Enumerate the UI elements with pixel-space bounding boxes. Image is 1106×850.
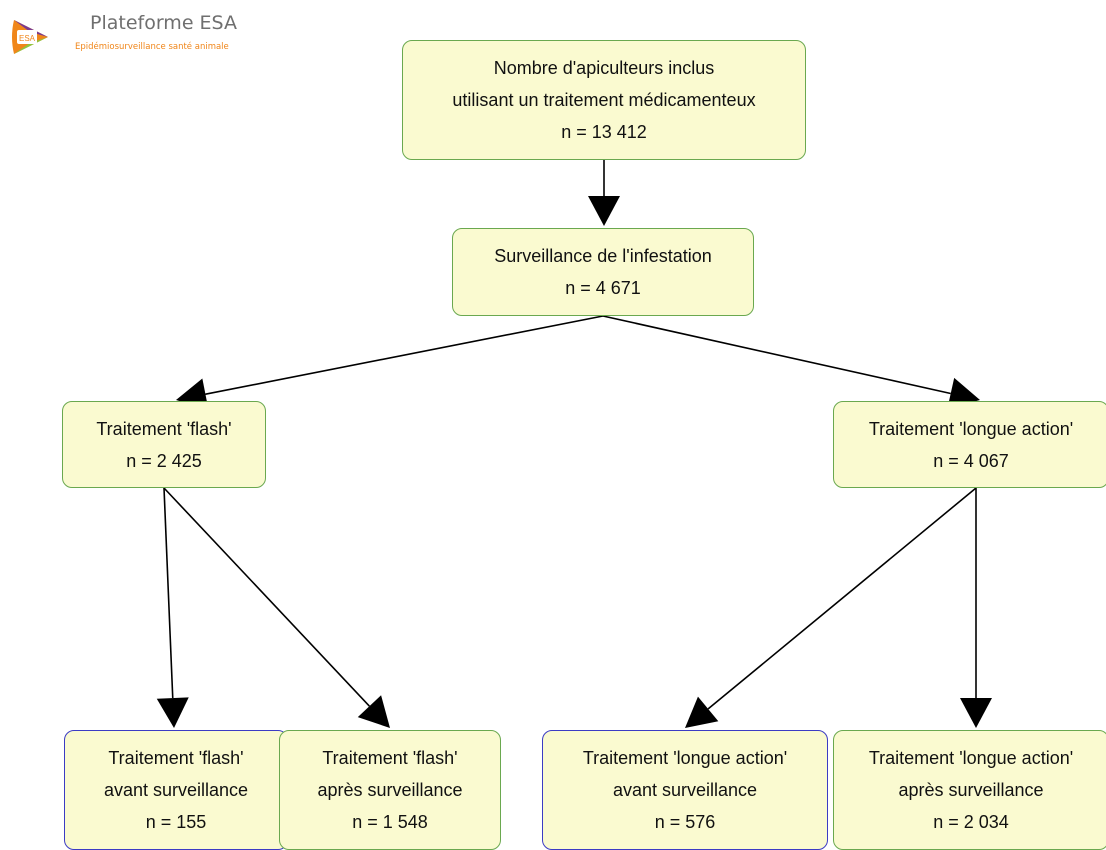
node-line: Nombre d'apiculteurs inclus bbox=[493, 58, 715, 78]
node-line: Traitement 'flash' bbox=[108, 748, 244, 768]
node-line: Surveillance de l'infestation bbox=[494, 246, 712, 266]
edge-surveillance-to-longue bbox=[602, 315, 951, 395]
edge-surveillance-to-flash bbox=[205, 315, 604, 395]
node-line: avant surveillance bbox=[612, 780, 758, 800]
edge-flash-to-flash-apres bbox=[163, 487, 371, 707]
node-flash: Traitement 'flash' n = 2 425 bbox=[62, 401, 266, 488]
edge-flash-to-flash-avant bbox=[163, 487, 174, 699]
node-line: Traitement 'flash' bbox=[322, 748, 458, 768]
esa-logo: ESA Plateforme ESA Epidémiosurveillance … bbox=[8, 12, 278, 62]
node-line: après surveillance bbox=[317, 780, 463, 800]
node-line: Traitement 'flash' bbox=[96, 418, 232, 439]
node-count: n = 2 425 bbox=[126, 450, 202, 471]
node-count: n = 4 671 bbox=[565, 278, 641, 298]
arrowhead-icon bbox=[588, 196, 620, 226]
node-longue-action: Traitement 'longue action' n = 4 067 bbox=[833, 401, 1106, 488]
node-count: n = 576 bbox=[654, 812, 716, 832]
node-line: Traitement 'longue action' bbox=[868, 418, 1074, 439]
node-longue-apres: Traitement 'longue action' après surveil… bbox=[833, 730, 1106, 850]
node-root: Nombre d'apiculteurs inclus utilisant un… bbox=[402, 40, 806, 160]
edge-longue-to-longue-avant bbox=[707, 487, 977, 710]
node-count: n = 1 548 bbox=[352, 812, 428, 832]
node-count: n = 4 067 bbox=[933, 450, 1009, 471]
node-count: n = 155 bbox=[145, 812, 207, 832]
node-flash-apres: Traitement 'flash' après surveillance n … bbox=[279, 730, 501, 850]
arrowhead-icon bbox=[960, 698, 992, 728]
node-longue-avant: Traitement 'longue action' avant surveil… bbox=[542, 730, 828, 850]
esa-logo-icon: ESA bbox=[12, 20, 48, 54]
arrowhead-icon bbox=[156, 697, 189, 728]
logo-mark-text: ESA bbox=[19, 34, 36, 43]
arrowhead-icon bbox=[685, 696, 719, 728]
node-line: Traitement 'longue action' bbox=[868, 748, 1074, 768]
node-line: Traitement 'longue action' bbox=[582, 748, 788, 768]
arrowhead-icon bbox=[357, 695, 390, 728]
node-surveillance: Surveillance de l'infestation n = 4 671 bbox=[452, 228, 754, 316]
node-count: n = 13 412 bbox=[561, 122, 647, 142]
logo-subtitle: Epidémiosurveillance santé animale bbox=[75, 42, 229, 52]
logo-title: Plateforme ESA bbox=[90, 12, 237, 34]
node-line: utilisant un traitement médicamenteux bbox=[452, 90, 756, 110]
node-flash-avant: Traitement 'flash' avant surveillance n … bbox=[64, 730, 288, 850]
node-line: après surveillance bbox=[898, 780, 1044, 800]
node-count: n = 2 034 bbox=[933, 812, 1009, 832]
node-line: avant surveillance bbox=[103, 780, 249, 800]
